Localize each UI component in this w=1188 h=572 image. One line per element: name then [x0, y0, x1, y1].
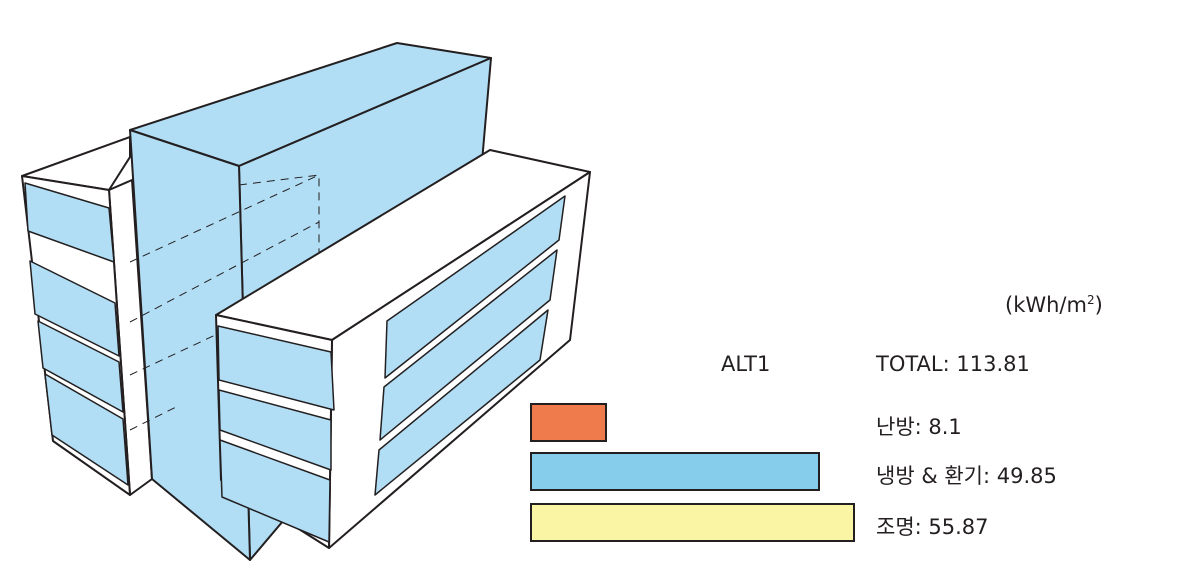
alternative-title: ALT1	[721, 352, 771, 376]
unit-superscript: 2	[1086, 293, 1095, 307]
bar-label-2: 조명: 55.87	[876, 515, 989, 539]
unit-close: )	[1094, 293, 1103, 317]
bar-label-1: 냉방 & 환기: 49.85	[876, 464, 1057, 488]
building-massing-diagram	[21, 42, 591, 561]
bar-1	[530, 452, 820, 491]
right-wing-block	[215, 149, 591, 549]
left-wing-block	[21, 136, 153, 496]
unit-text: (kWh/m	[1005, 293, 1087, 317]
unit-label: (kWh/m2)	[1005, 293, 1103, 317]
bar-0	[530, 403, 607, 442]
total-label: TOTAL: 113.81	[876, 352, 1030, 376]
bar-label-0: 난방: 8.1	[876, 415, 962, 439]
bar-2	[530, 503, 855, 542]
